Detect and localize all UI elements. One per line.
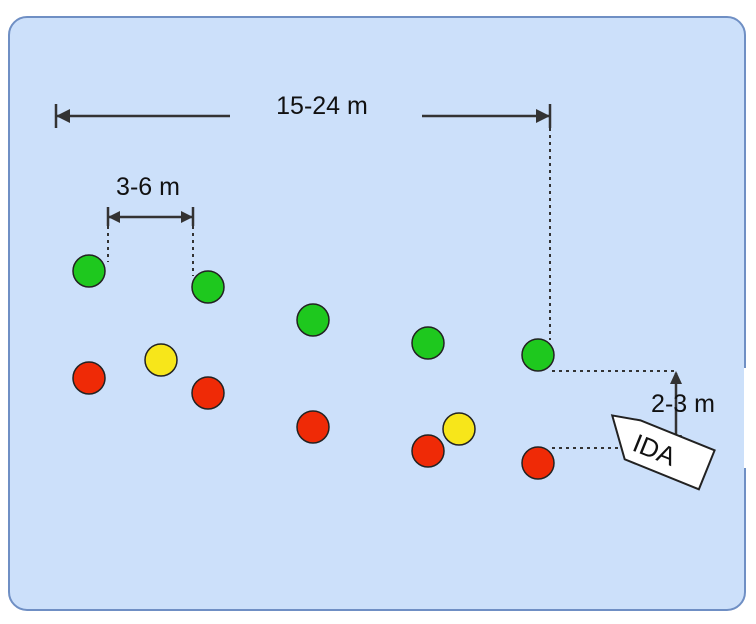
red-buoy <box>296 410 330 444</box>
yellow-buoy <box>144 343 178 377</box>
water-area <box>8 16 746 611</box>
side-offset-label: 2-3 m <box>651 390 715 418</box>
total-spacing-label: 15-24 m <box>276 92 368 120</box>
buoy-spacing-label: 3-6 m <box>116 173 180 201</box>
green-buoy <box>72 254 106 288</box>
green-buoys <box>72 254 555 372</box>
green-buoy <box>521 338 555 372</box>
red-buoys <box>72 361 555 480</box>
green-buoy <box>191 270 225 304</box>
red-buoy <box>191 376 225 410</box>
red-buoy <box>72 361 106 395</box>
boat: IDA <box>610 414 716 491</box>
green-buoy <box>296 303 330 337</box>
boat-hull <box>610 414 716 491</box>
buoy-spacing-dimension <box>106 207 195 276</box>
right-edge-cutout <box>744 368 756 468</box>
red-buoy <box>411 434 445 468</box>
total-spacing-dimension <box>54 104 552 340</box>
yellow-buoy <box>442 412 476 446</box>
green-buoy <box>411 326 445 360</box>
red-buoy <box>521 446 555 480</box>
yellow-buoys <box>144 343 476 446</box>
